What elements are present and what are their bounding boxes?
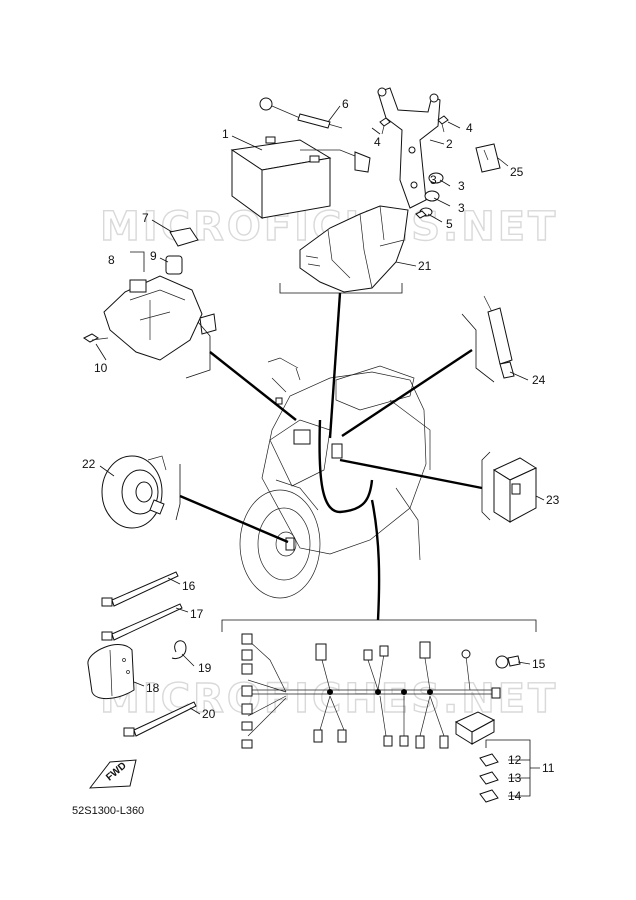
scooter-outline xyxy=(239,357,431,599)
catalog-code: 52S1300-L360 xyxy=(72,805,144,817)
callout-leaders xyxy=(95,105,545,715)
callout-17: 17 xyxy=(190,607,204,621)
callout-4a: 4 xyxy=(374,135,381,149)
battery-box xyxy=(299,205,409,293)
callout-9: 9 xyxy=(150,249,157,263)
clip-25 xyxy=(475,143,501,173)
battery-cable xyxy=(259,97,371,173)
callout-7: 7 xyxy=(142,211,149,225)
callout-18: 18 xyxy=(146,681,160,695)
bracket-11 xyxy=(485,739,540,797)
bracket-22 xyxy=(175,464,181,521)
battery xyxy=(230,136,332,219)
fuses xyxy=(479,753,499,803)
bolts xyxy=(379,115,449,219)
callout-3b: 3 xyxy=(458,201,465,215)
callout-6: 6 xyxy=(342,97,349,111)
callout-labels: 1 2 3 3 3 4 4 5 6 7 8 9 10 11 12 13 14 1… xyxy=(82,97,560,803)
bracket-23 xyxy=(481,451,491,521)
callout-15: 15 xyxy=(532,657,546,671)
wire-harness xyxy=(241,633,501,749)
callout-23: 23 xyxy=(546,493,560,507)
callout-10: 10 xyxy=(94,361,108,375)
horn xyxy=(101,455,167,529)
callout-4b: 4 xyxy=(466,121,473,135)
bracket-8 xyxy=(130,251,145,272)
callout-12: 12 xyxy=(508,753,522,767)
callout-20: 20 xyxy=(202,707,216,721)
oxygen-sensor xyxy=(483,295,515,379)
fuse-box xyxy=(454,711,496,745)
callout-22: 22 xyxy=(82,457,96,471)
callout-2: 2 xyxy=(446,137,453,151)
bracket-top-group xyxy=(279,283,403,294)
callout-3c: 3 xyxy=(430,173,437,187)
callout-24: 24 xyxy=(532,373,546,387)
callout-3a: 3 xyxy=(458,179,465,193)
callout-21: 21 xyxy=(418,259,432,273)
callout-25: 25 xyxy=(510,165,524,179)
callout-11: 11 xyxy=(542,761,555,775)
fwd-arrow: FWD xyxy=(88,759,137,789)
relay-unit xyxy=(492,457,538,523)
main-switch xyxy=(83,227,217,361)
callout-19: 19 xyxy=(198,661,212,675)
grommet xyxy=(495,655,521,669)
callout-16: 16 xyxy=(182,579,196,593)
cable-ties xyxy=(101,571,197,737)
callout-1: 1 xyxy=(222,127,229,141)
protector xyxy=(87,644,135,699)
leader-lines xyxy=(179,292,483,621)
callout-13: 13 xyxy=(508,771,522,785)
bracket-harness xyxy=(221,619,537,632)
callout-5: 5 xyxy=(446,217,453,231)
callout-14: 14 xyxy=(508,789,522,803)
battery-bracket xyxy=(377,87,441,209)
bracket-24 xyxy=(461,313,495,383)
callout-8: 8 xyxy=(108,253,115,267)
